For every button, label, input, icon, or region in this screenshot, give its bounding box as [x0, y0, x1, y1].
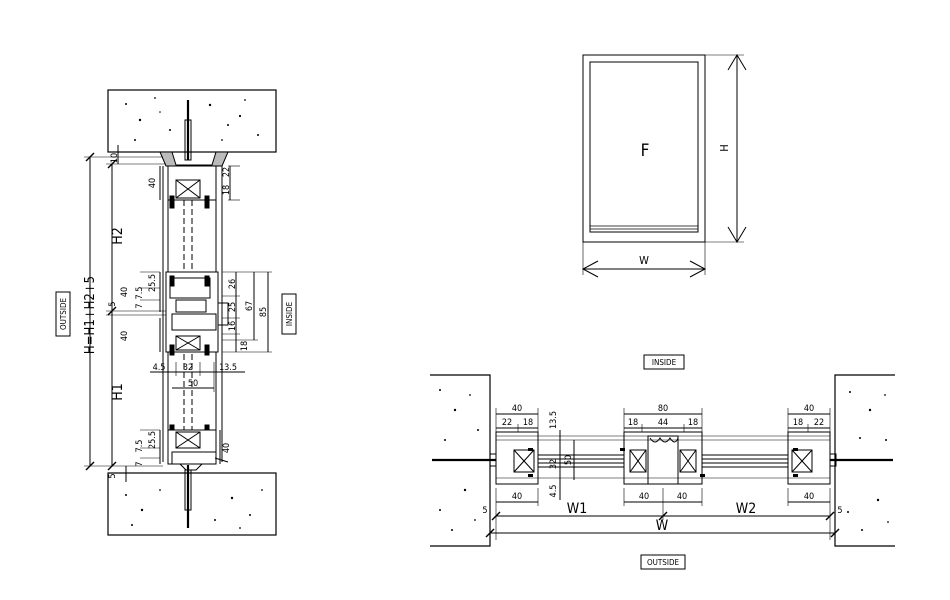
dim-4-5: 4.5	[153, 363, 166, 373]
hdim-50: 50	[564, 455, 574, 465]
dim-7-5-bottom: 7.5	[135, 440, 145, 453]
dim-7-mid: 7	[135, 303, 145, 308]
panel-inner-frame	[589, 61, 699, 233]
dim-25-5-mid: 25.5	[148, 274, 158, 292]
outside-tag-vertical: OUTSIDE	[55, 291, 71, 337]
hdim-22-right: 22	[814, 418, 824, 428]
hdim-5-right: 5	[837, 506, 842, 516]
h1-label: H1	[110, 383, 126, 401]
bottom-wall-aggregate	[125, 489, 263, 529]
elevation-width-label: W	[639, 254, 649, 267]
hdim-18-center-right: 18	[688, 418, 698, 428]
total-height-formula: H=H1+H2+5	[83, 276, 98, 354]
dim-10: 10	[110, 153, 120, 163]
dim-40-lower: 40	[120, 331, 130, 341]
hdim-40-bottom-1: 40	[512, 492, 522, 502]
hdim-13-5: 13.5	[549, 411, 559, 429]
dim-25-5-bottom: 25.5	[148, 431, 158, 449]
horizontal-section-drawing	[430, 374, 895, 547]
outside-label-horizontal: OUTSIDE	[647, 558, 680, 567]
outside-tag-horizontal: OUTSIDE	[640, 554, 686, 570]
hdim-32: 32	[549, 459, 559, 469]
dim-16: 16	[228, 321, 238, 331]
dim-25: 25	[228, 302, 238, 312]
dim-67: 67	[245, 301, 255, 311]
dim-32: 32	[183, 363, 193, 373]
hdim-40-bottom-3: 40	[677, 492, 687, 502]
bottom-wall-concrete	[107, 472, 277, 536]
dim-13-5: 13.5	[219, 363, 237, 373]
horizontal-section-labels: INSIDE OUTSIDE 40 22 18 13.5 80 18 44 18…	[482, 354, 843, 570]
hdim-80: 80	[658, 404, 668, 414]
dim-26: 26	[228, 279, 238, 289]
w2-label: W2	[736, 501, 756, 517]
hdim-40-left-top: 40	[512, 404, 522, 414]
inside-tag-horizontal: INSIDE	[643, 354, 685, 370]
top-wall-concrete	[107, 89, 277, 153]
inside-label: INSIDE	[285, 301, 294, 326]
hdim-18-center-left: 18	[628, 418, 638, 428]
hdim-18-right: 18	[793, 418, 803, 428]
elevation-drawing	[581, 54, 747, 278]
hdim-18-left: 18	[523, 418, 533, 428]
hdim-40-bottom-2: 40	[639, 492, 649, 502]
top-wall-aggregate	[125, 97, 259, 141]
dim-40-top: 40	[148, 178, 158, 188]
dim-50: 50	[188, 379, 198, 389]
vertical-section-labels: OUTSIDE INSIDE H=H1+H2+5 H2 H1 10 40 22 …	[55, 153, 297, 479]
elevation-height-label: H	[718, 144, 731, 151]
h2-label: H2	[110, 227, 126, 245]
dim-22: 22	[222, 167, 232, 177]
dim-5-mid: 5	[108, 301, 118, 306]
w1-label: W1	[567, 501, 587, 517]
hdim-40-right-top: 40	[804, 404, 814, 414]
dim-18-top: 18	[222, 185, 232, 195]
dim-18-mid: 18	[240, 341, 250, 351]
hdim-5-left: 5	[482, 506, 487, 516]
dim-85: 85	[259, 307, 269, 317]
dim-7-bottom: 7	[135, 461, 145, 466]
inside-tag-vertical: INSIDE	[281, 293, 297, 335]
hdim-40-bottom-4: 40	[804, 492, 814, 502]
hdim-4-5: 4.5	[549, 485, 559, 498]
dim-5-bottom: 5	[108, 473, 118, 478]
vertical-section-drawing	[84, 89, 277, 536]
outside-label: OUTSIDE	[59, 297, 68, 330]
dim-40-mid: 40	[120, 287, 130, 297]
hdim-22-left: 22	[502, 418, 512, 428]
dim-7-5-mid: 7.5	[135, 287, 145, 300]
inside-label-horizontal: INSIDE	[652, 358, 677, 367]
w-label: W	[656, 518, 669, 534]
dim-40-bottom: 40	[222, 443, 232, 453]
panel-outer-frame	[582, 54, 706, 243]
elevation-labels: F H W	[639, 141, 731, 267]
panel-f-label: F	[641, 141, 650, 161]
hdim-44: 44	[658, 418, 668, 428]
